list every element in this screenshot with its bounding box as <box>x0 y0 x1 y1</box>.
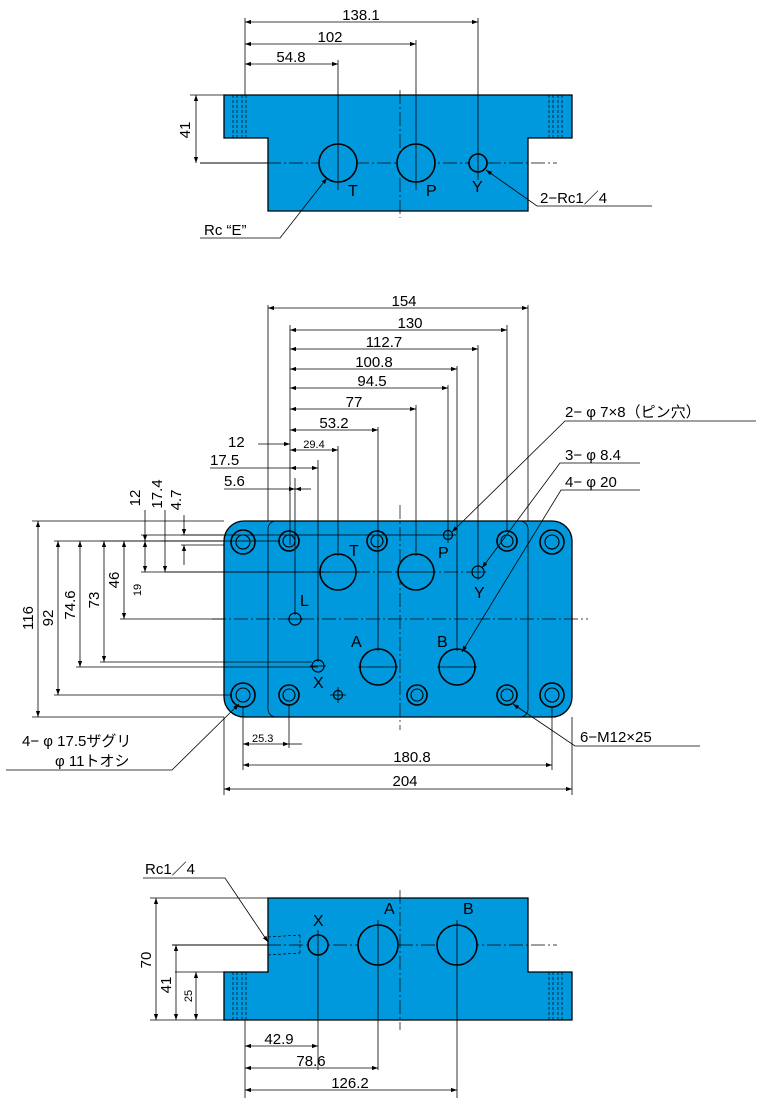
plan-port-l-label: L <box>300 593 309 610</box>
top-view: T P Y 138.1 102 54.8 41 Rc “E” 2−Rc1／4 <box>177 7 652 239</box>
dim-126-2: 126.2 <box>331 1075 369 1092</box>
front-port-b-label: B <box>463 901 474 918</box>
dim-204: 204 <box>392 773 417 790</box>
dim-29-4: 29.4 <box>303 439 324 451</box>
dim-17-5: 17.5 <box>210 452 239 469</box>
note-3-phi-8-4: 3− φ 8.4 <box>565 447 621 464</box>
dim-78-6: 78.6 <box>296 1053 325 1070</box>
dim-138-1: 138.1 <box>342 7 380 24</box>
dim-130: 130 <box>397 315 422 332</box>
plan-port-b-label: B <box>437 634 448 651</box>
top-port-t-label: T <box>348 183 358 200</box>
plan-view: 154 130 112.7 100.8 94.5 77 53.2 29.4 12… <box>6 293 756 795</box>
top-port-p-label: P <box>426 183 437 200</box>
flange-bolt-hidden-lines <box>232 95 563 138</box>
dim-180-8: 180.8 <box>393 749 431 766</box>
note-through-hole: φ 11トオシ <box>55 753 129 770</box>
dim-73: 73 <box>86 592 103 609</box>
note-counterbore: 4− φ 17.5ザグリ <box>22 733 131 750</box>
note-6-m12: 6−M12×25 <box>580 729 652 746</box>
dim-154: 154 <box>391 293 416 310</box>
dim-53-2: 53.2 <box>319 415 348 432</box>
dim-100-8: 100.8 <box>355 354 393 371</box>
dim-92: 92 <box>40 610 57 627</box>
dim-54-8: 54.8 <box>276 49 305 66</box>
dim-41-front: 41 <box>158 977 175 994</box>
dim-116: 116 <box>20 606 37 630</box>
dim-41: 41 <box>177 122 194 139</box>
m12-tapped-holes <box>278 530 518 706</box>
note-rc1-4: Rc1／4 <box>145 861 195 878</box>
dim-25-3: 25.3 <box>252 733 273 745</box>
dim-25-front: 25 <box>183 990 195 1002</box>
top-port-y-label: Y <box>472 179 483 196</box>
dim-102: 102 <box>317 29 342 46</box>
plan-port-t-label: T <box>349 543 359 560</box>
dim-74-6: 74.6 <box>62 590 79 619</box>
plan-port-y-label: Y <box>474 585 485 602</box>
dim-17-4: 17.4 <box>149 479 166 508</box>
dim-94-5: 94.5 <box>357 373 386 390</box>
front-port-a-label: A <box>384 901 395 918</box>
front-view-body <box>223 897 573 1021</box>
note-4-phi-20: 4− φ 20 <box>565 474 617 491</box>
note-pin-holes: 2− φ 7×8（ピン穴） <box>565 404 701 421</box>
dim-19: 19 <box>132 584 144 596</box>
corner-counterbore-holes <box>230 529 565 708</box>
front-view: X A B Rc1／4 70 41 25 42.9 78.6 126.2 <box>138 861 573 1098</box>
dim-42-9: 42.9 <box>264 1031 293 1048</box>
dim-4-7: 4.7 <box>168 490 185 511</box>
top-view-body <box>223 94 573 212</box>
dim-12-v: 12 <box>127 490 144 507</box>
dim-46: 46 <box>106 572 123 589</box>
dim-77: 77 <box>346 394 363 411</box>
dim-12-h: 12 <box>228 434 245 451</box>
front-port-x-label: X <box>313 913 324 930</box>
note-2-rc1-4: 2−Rc1／4 <box>540 190 607 207</box>
plan-port-p-label: P <box>438 545 449 562</box>
dim-112-7: 112.7 <box>366 334 402 351</box>
plan-port-a-label: A <box>351 634 362 651</box>
dim-5-6: 5.6 <box>224 473 245 490</box>
plan-port-x-label: X <box>313 675 324 692</box>
dim-70: 70 <box>138 952 155 969</box>
note-rc-e: Rc “E” <box>204 222 247 239</box>
